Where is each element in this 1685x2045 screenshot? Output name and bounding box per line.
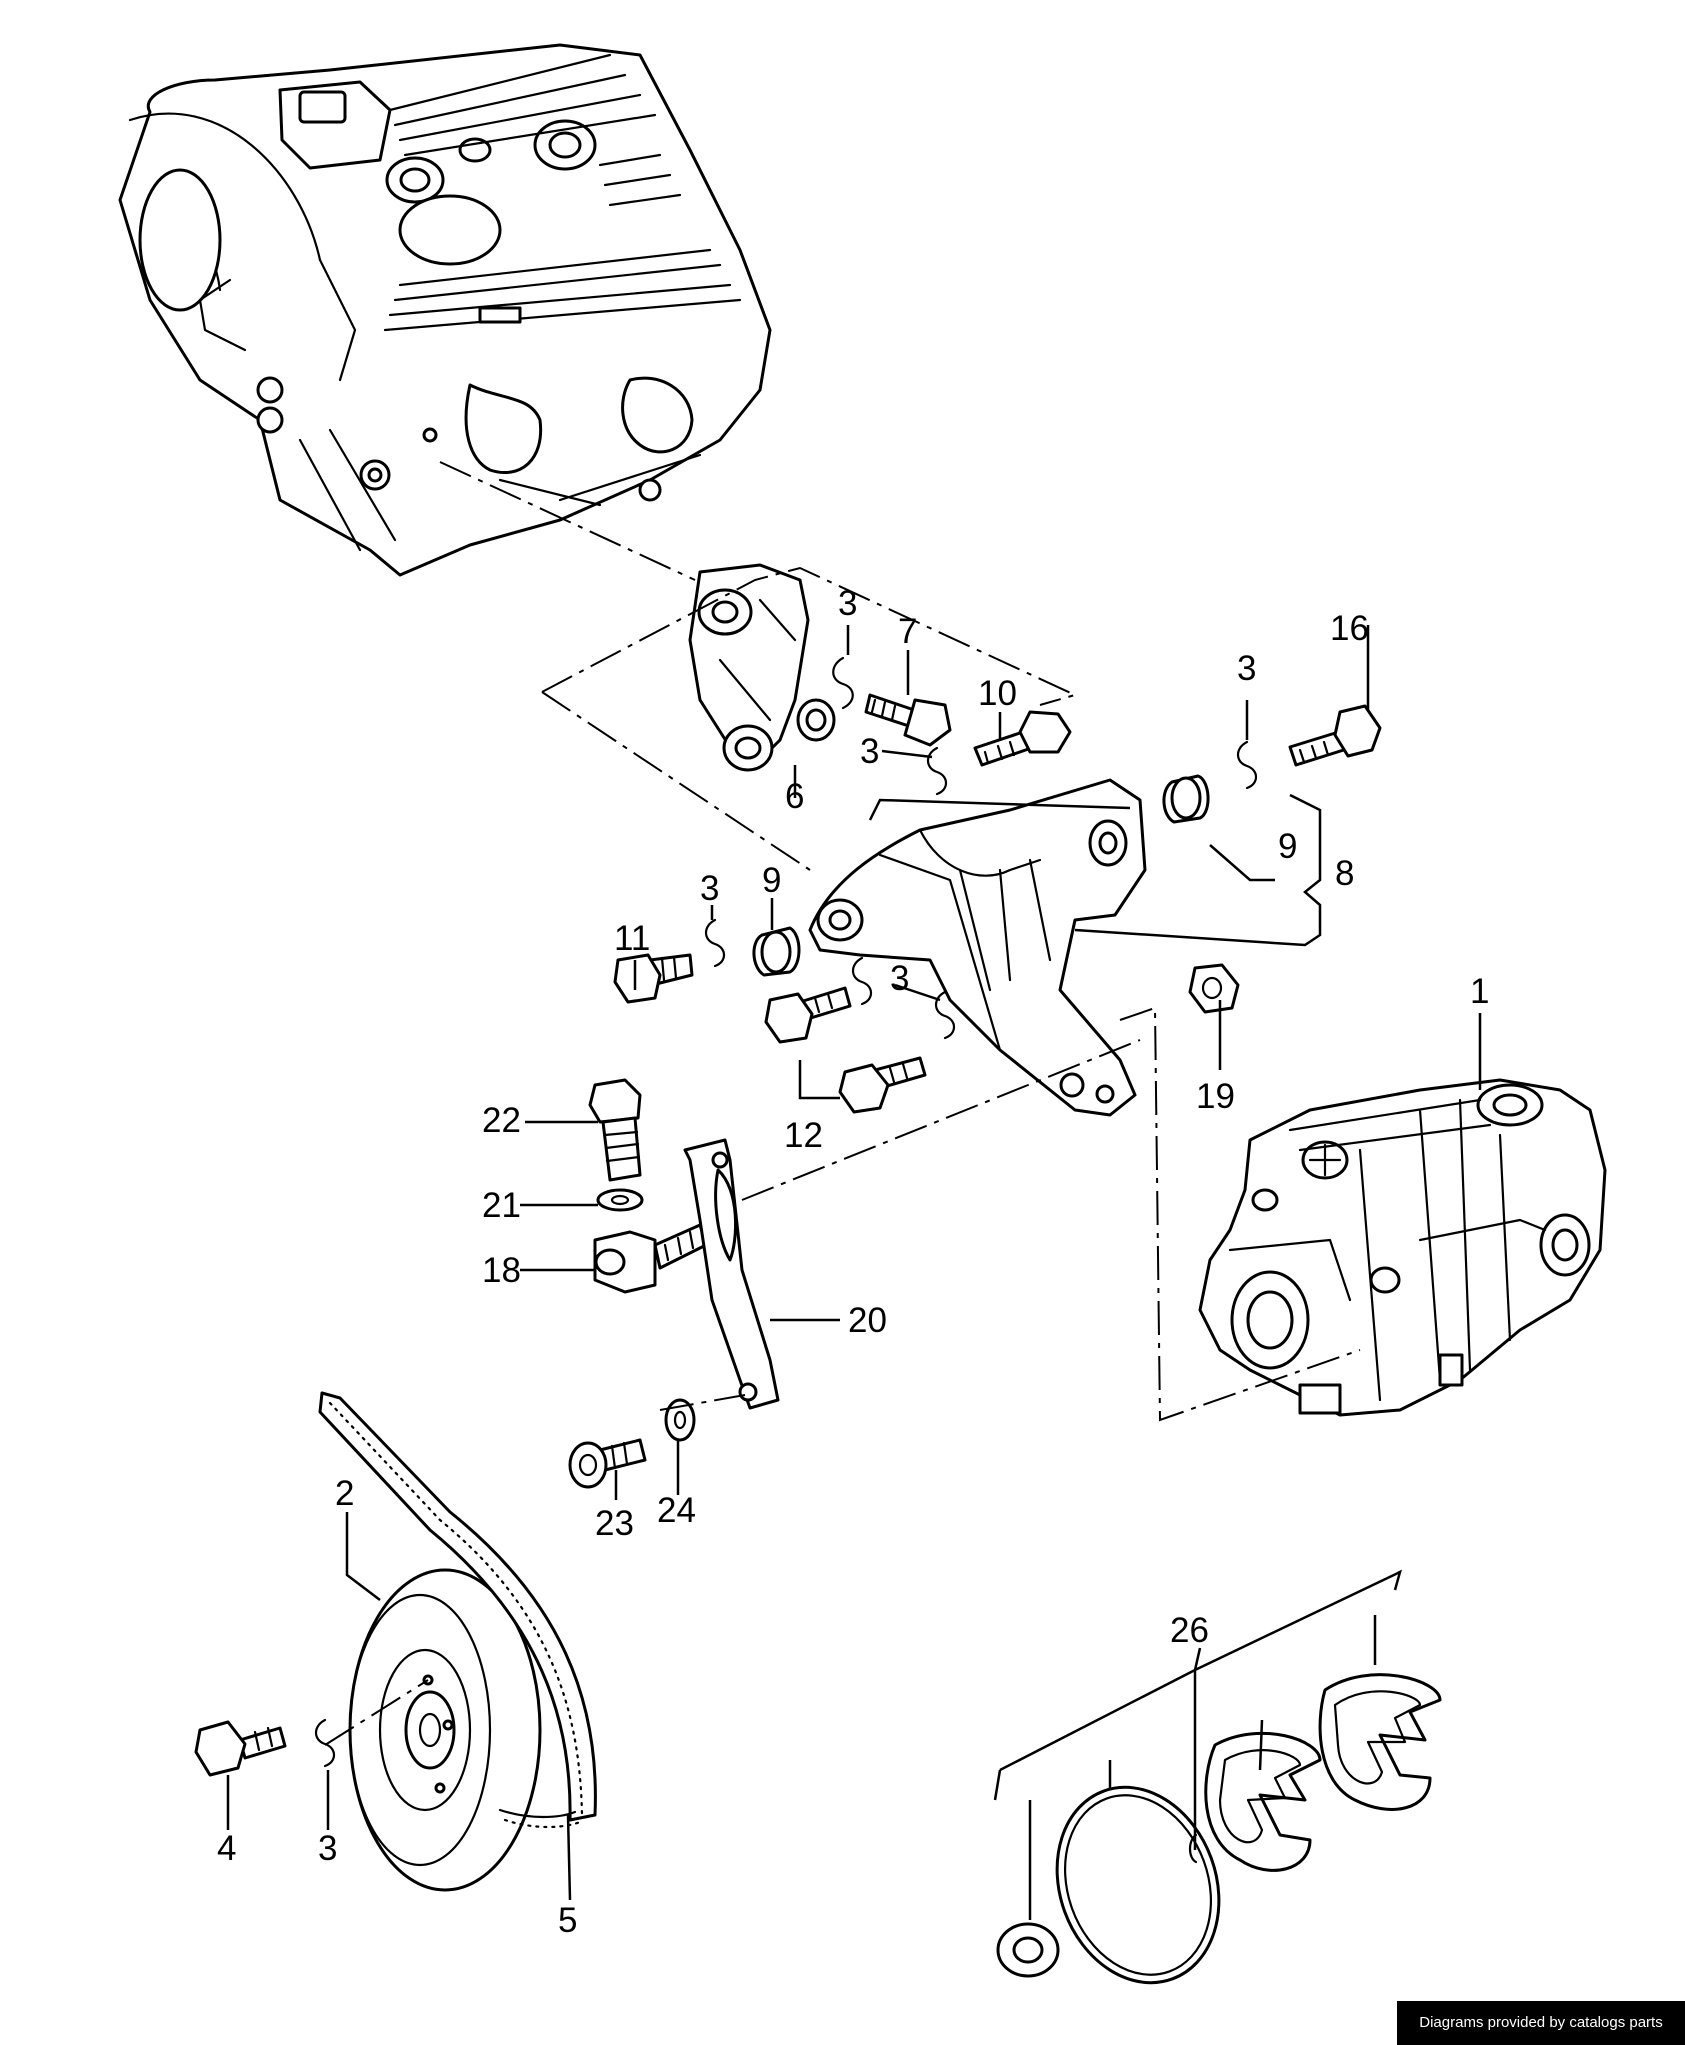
- callout-20: 20: [848, 1301, 887, 1340]
- lock-washer: [1236, 740, 1258, 790]
- lock-washer: [314, 1718, 336, 1768]
- bolt: [568, 1438, 647, 1489]
- callout-26: 26: [1170, 1611, 1209, 1650]
- callout-11: 11: [614, 919, 650, 958]
- callout-10: 10: [978, 674, 1017, 713]
- seal-ring: [996, 1922, 1060, 1978]
- callout-6: 6: [785, 777, 804, 816]
- callout-5: 5: [558, 1901, 577, 1940]
- leader-lines: [226, 625, 1482, 1920]
- callout-24: 24: [657, 1491, 696, 1530]
- callout-7: 7: [898, 612, 917, 651]
- bolt: [613, 953, 694, 1004]
- callout-numbers: 1 2 3 3 3 3 3 3 4 5 6 7 8 9 9 10 11 12 1…: [217, 584, 1489, 1940]
- callout-3: 3: [1237, 649, 1256, 688]
- callout-23: 23: [595, 1504, 634, 1543]
- gasket-plate: [1318, 1673, 1442, 1811]
- assembly-line: [659, 1394, 746, 1411]
- nut: [1188, 963, 1240, 1014]
- callout-19: 19: [1196, 1077, 1235, 1116]
- power-steering-pump: [1198, 1078, 1607, 1417]
- v-belt: [318, 1391, 597, 1829]
- bolt: [764, 986, 852, 1044]
- washer: [664, 1398, 696, 1442]
- callout-21: 21: [482, 1186, 521, 1225]
- bolt: [1288, 704, 1382, 767]
- bolt: [588, 1078, 642, 1182]
- lock-washer: [832, 656, 854, 710]
- callout-1: 1: [1470, 972, 1489, 1011]
- assembly-line: [1119, 1006, 1361, 1422]
- main-bracket: [808, 778, 1147, 1117]
- callout-3: 3: [890, 959, 909, 998]
- lock-washer: [851, 956, 873, 1006]
- assembly-line: [541, 566, 1078, 706]
- bushing: [752, 926, 801, 977]
- bolt: [864, 693, 952, 747]
- callout-9: 9: [1278, 827, 1297, 866]
- callout-12: 12: [784, 1116, 823, 1155]
- callout-4: 4: [217, 1829, 236, 1868]
- callout-3: 3: [860, 732, 879, 771]
- bolt: [838, 1056, 927, 1114]
- callout-8: 8: [1335, 854, 1354, 893]
- callout-3: 3: [838, 584, 857, 623]
- support-bracket: [683, 1138, 780, 1410]
- gasket-plate: [1204, 1731, 1322, 1872]
- assembly-line: [439, 461, 696, 581]
- lock-washer: [704, 918, 726, 968]
- bolt: [194, 1720, 287, 1777]
- assembly-line: [324, 1679, 429, 1746]
- bushing: [1162, 774, 1210, 824]
- pulley: [348, 1568, 542, 1892]
- o-ring: [1055, 1785, 1221, 1985]
- nut: [973, 710, 1072, 767]
- callout-22: 22: [482, 1101, 521, 1140]
- washer: [596, 1188, 644, 1212]
- callout-9: 9: [762, 861, 781, 900]
- upper-bracket: [688, 563, 836, 772]
- callout-18: 18: [482, 1251, 521, 1290]
- lock-washer: [926, 746, 948, 796]
- engine-cylinder-head: [118, 43, 772, 577]
- callout-16: 16: [1330, 609, 1369, 648]
- assembly-line: [741, 1039, 1141, 1201]
- banjo-fitting: [593, 1223, 708, 1294]
- diagram-credit-badge: Diagrams provided by catalogs parts: [1397, 2001, 1685, 2045]
- callout-3: 3: [700, 869, 719, 908]
- callout-3: 3: [318, 1829, 337, 1868]
- callout-2: 2: [335, 1474, 354, 1513]
